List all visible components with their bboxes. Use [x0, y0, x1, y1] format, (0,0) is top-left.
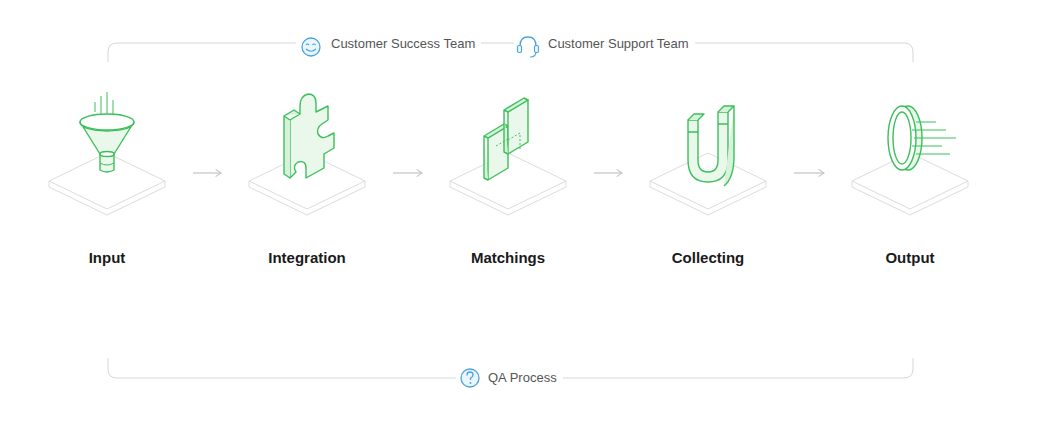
team-label: Customer Success Team — [327, 36, 481, 52]
headset-icon — [514, 34, 548, 60]
flow-arrow — [594, 172, 622, 173]
stage-box: Output — [824, 140, 996, 267]
stage-label: Collecting — [672, 249, 745, 267]
funnel-icon — [80, 92, 134, 172]
smiley-icon — [296, 36, 328, 58]
stage-label: Output — [885, 249, 934, 267]
platform-top — [49, 153, 165, 209]
team-label: Customer Support Team — [544, 36, 695, 52]
stage-box: Input — [21, 140, 193, 267]
stage-label: Matchings — [471, 249, 545, 267]
flow-arrow — [393, 172, 422, 173]
stage-label: Integration — [268, 249, 346, 267]
ring-icon — [888, 106, 956, 170]
process-label: QA Process — [484, 370, 563, 386]
stage-box: Collecting — [622, 140, 794, 267]
puzzle-icon — [284, 94, 334, 178]
stage-box: Integration — [221, 140, 393, 267]
stage-label: Input — [89, 249, 126, 267]
flow-arrow — [193, 172, 221, 173]
top-bracket — [108, 43, 913, 62]
flow-arrow — [794, 172, 824, 173]
magnet-icon — [688, 106, 734, 186]
matching-icon — [484, 98, 528, 180]
stage-box: Matchings — [422, 140, 594, 267]
